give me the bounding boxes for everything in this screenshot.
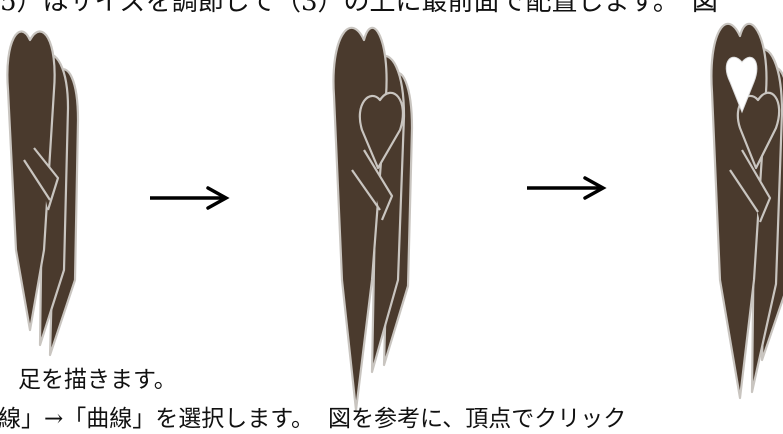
arrow-2 — [527, 176, 607, 200]
instruction-left: 線」→「曲線」を選択します。 — [0, 406, 314, 432]
arrow-1 — [150, 186, 230, 210]
wing-step-2 — [332, 26, 414, 412]
instruction-text: 線」→「曲線」を選択します。図を参考に、頂点でクリック — [0, 405, 783, 433]
intro-text: 5）はサイズを調節して（3）の上に最前面で配置します。 図 — [0, 0, 718, 17]
instruction-right: 図を参考に、頂点でクリック — [327, 406, 627, 432]
wing-step-3 — [710, 22, 783, 400]
step-heading: 足を描きます。 — [18, 367, 177, 393]
wing-step-1 — [6, 30, 80, 357]
white-heart-highlight — [725, 56, 758, 114]
